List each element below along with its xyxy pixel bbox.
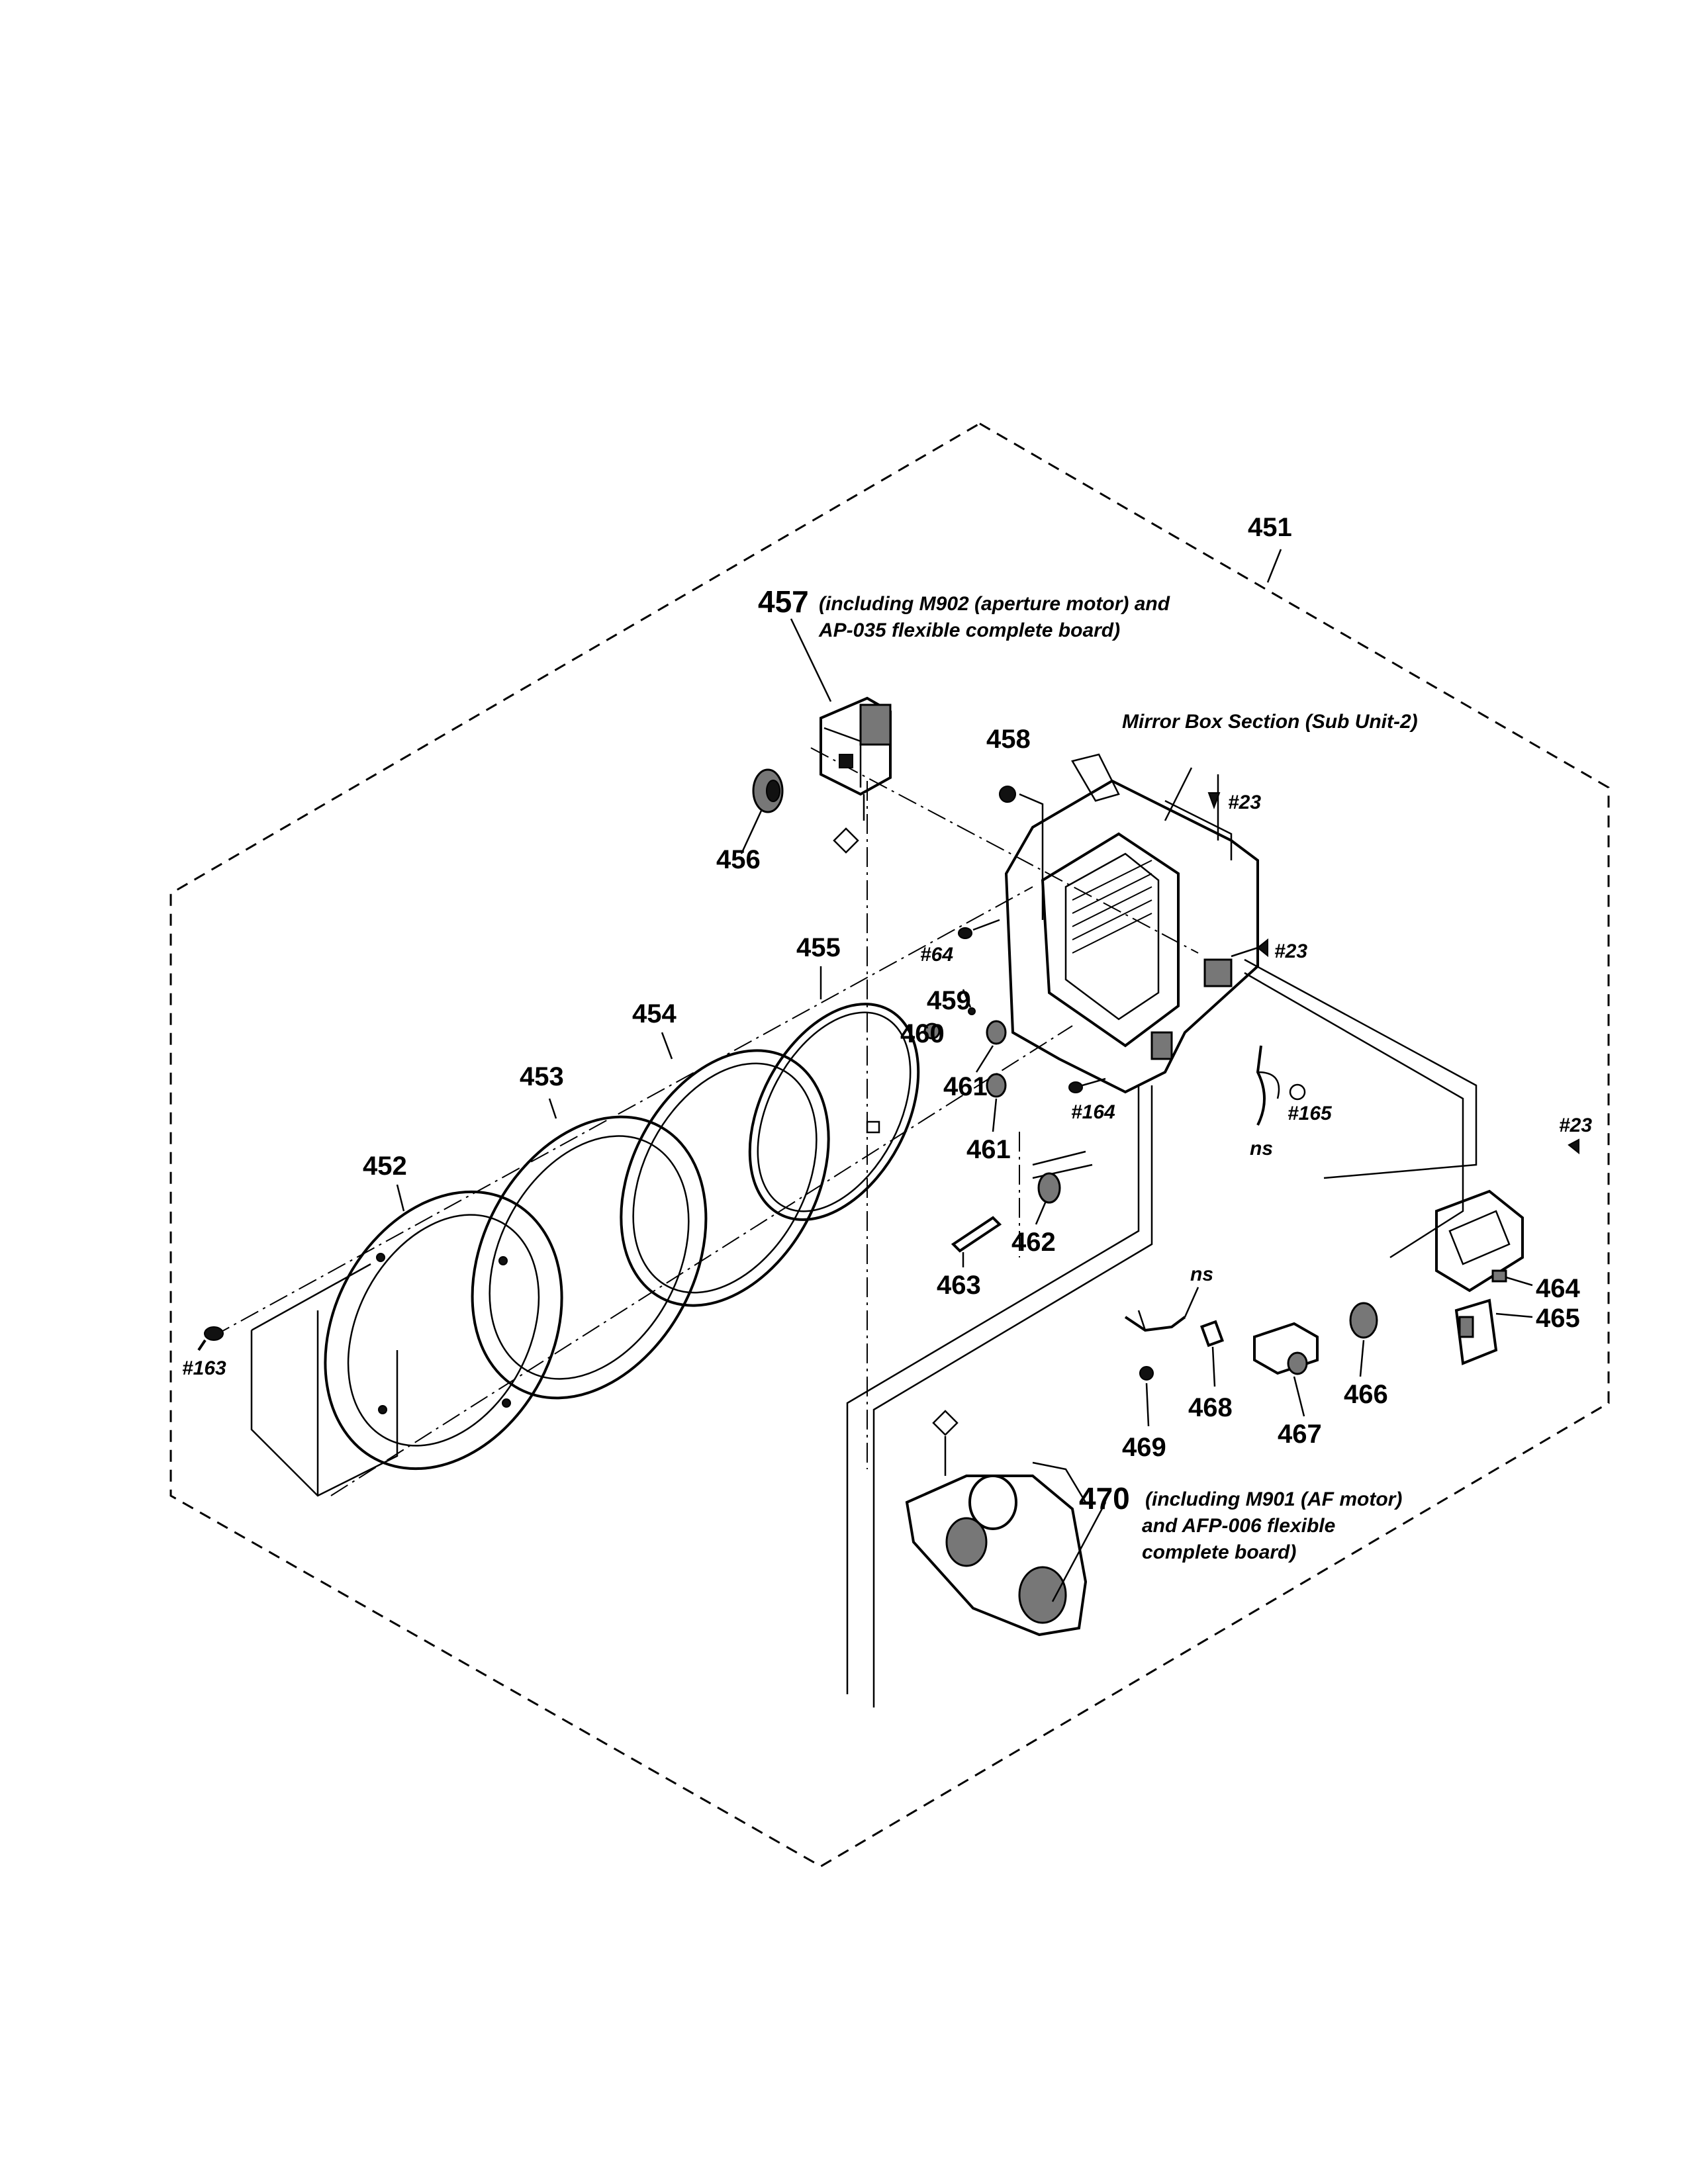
part-455-spring-ring <box>748 1003 920 1221</box>
screw-23b <box>1231 938 1268 958</box>
ns-label-2: ns <box>1190 1263 1213 1285</box>
label-456: 456 <box>716 845 761 874</box>
label-462: 462 <box>1011 1228 1056 1257</box>
leader-466 <box>1359 1340 1365 1377</box>
ref-163: #163 <box>182 1357 226 1379</box>
ref-23b: #23 <box>1274 940 1307 962</box>
label-465: 465 <box>1536 1304 1580 1333</box>
note-470-line2: and AFP-006 flexible <box>1142 1515 1335 1537</box>
alignment-lines <box>211 747 1199 1496</box>
label-467: 467 <box>1278 1420 1322 1449</box>
leader-458 <box>1019 793 1044 920</box>
part-460-collar <box>923 1023 941 1040</box>
label-451: 451 <box>1248 513 1292 542</box>
part-457-aperture-motor-unit <box>820 696 892 854</box>
screw-23c <box>1568 1138 1579 1155</box>
part-463-shaft <box>951 1216 1002 1267</box>
note-457-line2: AP-035 flexible complete board) <box>818 619 1120 641</box>
leader-464 <box>1505 1276 1533 1287</box>
leader-mirror-box <box>1164 767 1193 821</box>
part-459-pin <box>962 989 976 1015</box>
note-457-line1: (including M902 (aperture motor) and <box>819 593 1170 615</box>
part-468-block <box>1199 1320 1225 1347</box>
screw-165 <box>1289 1083 1306 1101</box>
label-461a: 461 <box>943 1072 988 1101</box>
part-456-gear <box>752 768 784 813</box>
ref-23a: #23 <box>1228 792 1261 813</box>
label-452: 452 <box>363 1152 407 1181</box>
ref-23c: #23 <box>1559 1115 1592 1136</box>
label-460: 460 <box>900 1019 945 1048</box>
part-452-mount-plate <box>324 1190 563 1471</box>
label-457: 457 <box>758 584 809 619</box>
ns-label-1: ns <box>1250 1138 1273 1160</box>
label-464: 464 <box>1536 1274 1580 1303</box>
part-453-bayonet-ring <box>471 1115 708 1400</box>
label-469: 469 <box>1122 1433 1166 1462</box>
leader-465 <box>1495 1312 1533 1318</box>
part-466-gear <box>1349 1302 1378 1339</box>
leader-454 <box>661 1032 673 1060</box>
ns-spring-1 <box>1256 1045 1280 1126</box>
part-464-bracket-unit <box>1435 1189 1524 1293</box>
label-461b: 461 <box>966 1135 1011 1164</box>
label-453: 453 <box>520 1062 564 1091</box>
note-470-line3: complete board) <box>1142 1541 1296 1563</box>
note-470-line1: (including M901 (AF motor) <box>1145 1488 1402 1510</box>
leader-451 <box>1266 549 1282 583</box>
part-461-gear-b <box>986 1073 1007 1132</box>
leader-453 <box>548 1098 557 1119</box>
leader-457 <box>790 618 832 702</box>
ref-164: #164 <box>1071 1101 1115 1123</box>
leader-467 <box>1293 1376 1305 1417</box>
label-468: 468 <box>1188 1393 1233 1422</box>
label-458: 458 <box>986 725 1031 754</box>
label-455: 455 <box>796 933 841 962</box>
label-section: Mirror Box Section (Sub Unit-2) <box>1122 711 1418 733</box>
leader-452 <box>396 1184 405 1212</box>
assembly-boundary-451 <box>169 422 1610 1868</box>
leader-469 <box>1145 1383 1150 1427</box>
part-467-gear-unit <box>1253 1322 1319 1375</box>
screw-64 <box>958 919 1000 939</box>
mirror-box-section <box>1004 753 1259 1094</box>
part-470-af-motor-unit <box>905 1410 1088 1637</box>
connector-lines <box>846 958 1477 1707</box>
screw-23a <box>1207 792 1221 809</box>
part-462-spring-gear <box>1035 1172 1061 1225</box>
part-458-collar <box>999 786 1016 803</box>
part-454-contact-ring <box>620 1049 830 1307</box>
screw-163 <box>197 1326 224 1351</box>
ns-spring-2 <box>1124 1287 1199 1332</box>
part-465-plate <box>1454 1298 1498 1365</box>
label-459: 459 <box>927 986 971 1015</box>
label-463: 463 <box>937 1271 981 1300</box>
label-454: 454 <box>632 999 677 1028</box>
part-461-gear-a <box>975 1020 1007 1073</box>
projection-box <box>250 1263 399 1497</box>
screw-164 <box>1068 1077 1106 1093</box>
label-470: 470 <box>1079 1481 1130 1516</box>
label-466: 466 <box>1344 1380 1388 1409</box>
ref-165: #165 <box>1288 1103 1333 1124</box>
ref-64: #64 <box>920 944 953 966</box>
part-469-screw <box>1139 1366 1154 1381</box>
leader-470 <box>1051 1502 1107 1602</box>
leader-456 <box>740 810 763 854</box>
leader-468 <box>1211 1346 1216 1387</box>
